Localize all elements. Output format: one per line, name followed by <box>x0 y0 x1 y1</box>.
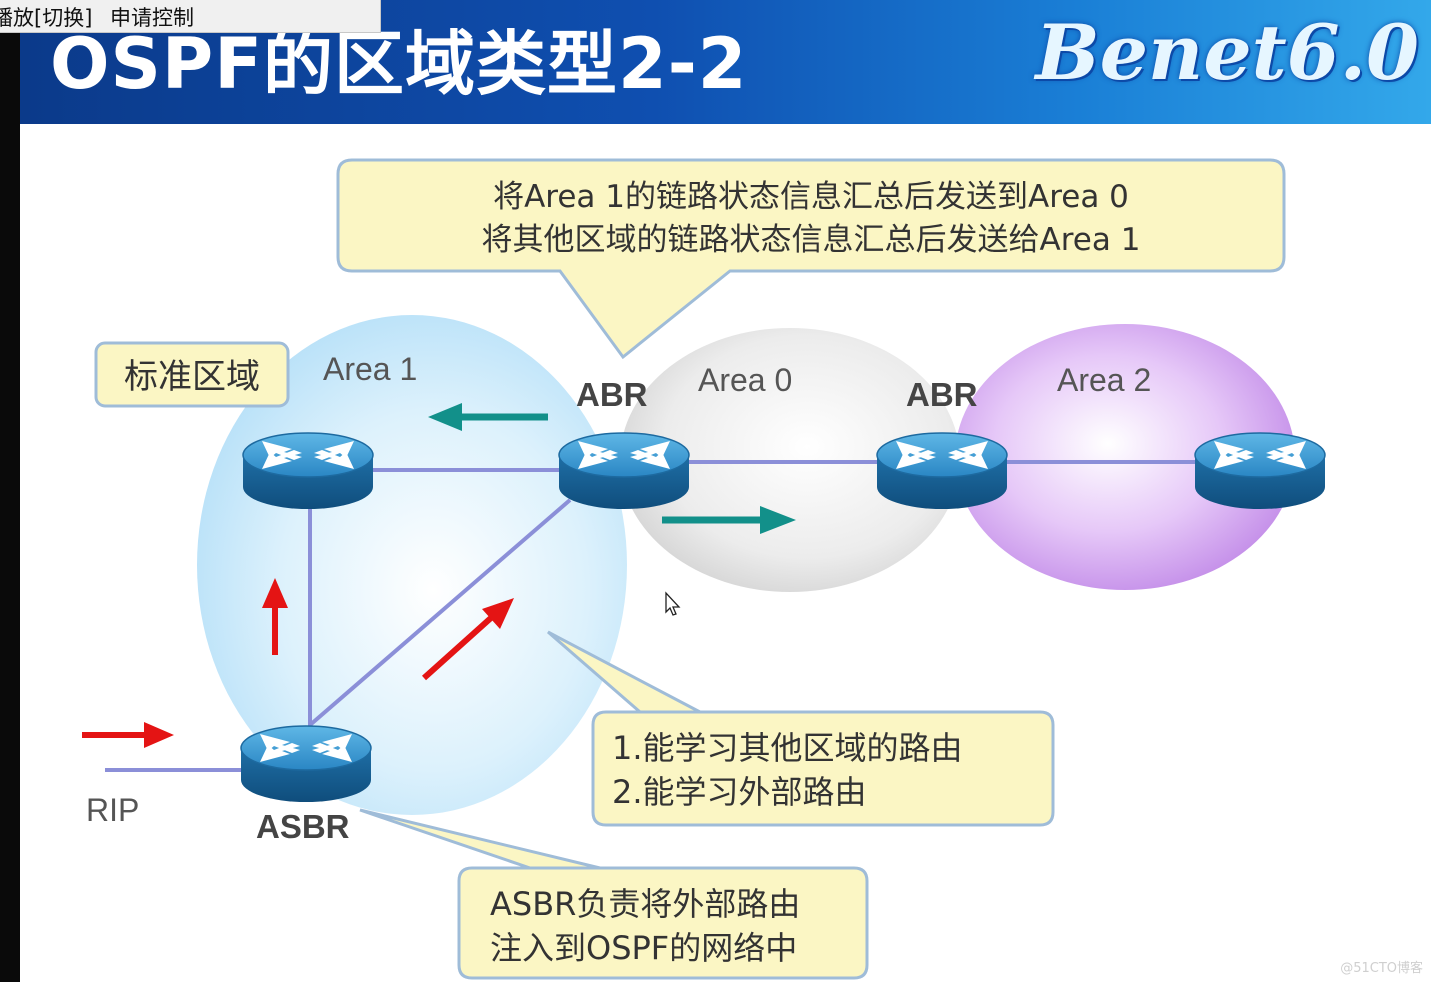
asbr-callout-line2: 注入到OSPF的网络中 <box>490 929 797 967</box>
router-asbr-icon <box>240 725 372 802</box>
learning-callout: 1.能学习其他区域的路由 2.能学习外部路由 <box>547 630 1055 827</box>
mouse-cursor-icon <box>665 591 681 616</box>
slide-header: OSPF的区域类型2-2 Benet6.0 <box>20 0 1431 124</box>
asbr-callout: ASBR负责将外部路由 注入到OSPF的网络中 <box>359 808 869 980</box>
presentation-toolbar: 播放[切换] 申请控制 <box>0 0 381 33</box>
area-2-label: Area 2 <box>1057 362 1151 398</box>
area-1-label: Area 1 <box>323 351 417 387</box>
learning-callout-line1: 1.能学习其他区域的路由 <box>612 729 963 767</box>
teal-arrow-left <box>428 403 548 431</box>
asbr-callout-line1: ASBR负责将外部路由 <box>490 885 800 923</box>
abr-right-label: ABR <box>906 376 978 413</box>
standard-area-callout: 标准区域 <box>94 341 290 408</box>
area-2-zone <box>955 324 1295 590</box>
watermark: @51CTO博客 <box>1340 961 1423 976</box>
area-0-label: Area 0 <box>698 362 792 398</box>
toolbar-play-switch[interactable]: 播放[切换] <box>0 6 93 30</box>
red-arrow-rip-in <box>82 722 174 748</box>
abr-callout: 将Area 1的链路状态信息汇总后发送到Area 0 将其他区域的链路状态信息汇… <box>336 158 1286 360</box>
red-arrow-diagonal <box>421 598 514 681</box>
slide-title: OSPF的区域类型2-2 <box>50 23 748 105</box>
toolbar-request-control[interactable]: 申请控制 <box>110 6 194 30</box>
abr-callout-line1: 将Area 1的链路状态信息汇总后发送到Area 0 <box>493 179 1129 215</box>
router-abr-right-icon <box>876 432 1008 509</box>
abr-left-label: ABR <box>576 376 648 413</box>
brand-logo: Benet6.0 <box>1035 8 1419 97</box>
teal-arrow-right <box>662 506 796 534</box>
learning-callout-line2: 2.能学习外部路由 <box>612 773 867 811</box>
abr-callout-line2: 将其他区域的链路状态信息汇总后发送给Area 1 <box>482 222 1141 258</box>
rip-label: RIP <box>86 792 139 828</box>
router-area1-icon <box>242 432 374 509</box>
red-arrow-up <box>262 578 288 655</box>
window-left-edge <box>0 0 20 982</box>
router-abr-left-icon <box>558 432 690 509</box>
router-area2-icon <box>1194 432 1326 509</box>
asbr-label: ASBR <box>256 808 350 845</box>
standard-area-label: 标准区域 <box>124 357 260 397</box>
